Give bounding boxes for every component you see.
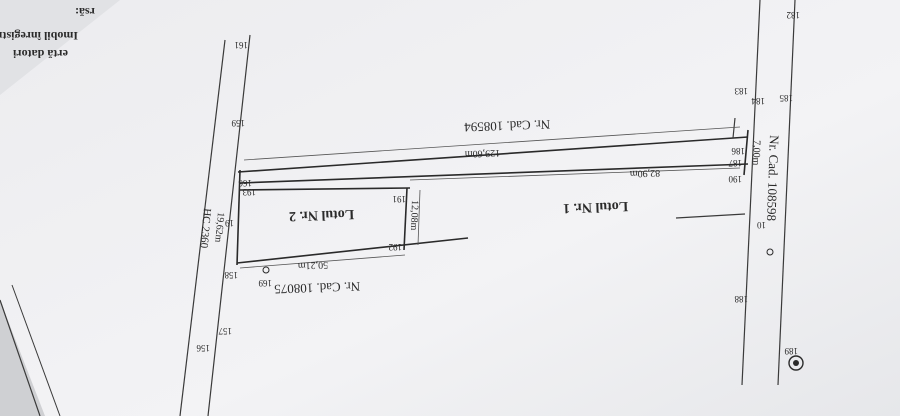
boundary-top: [237, 136, 749, 173]
paper-fold-shadow: [0, 0, 120, 95]
dim-line-12: [417, 189, 421, 246]
point-190: 190: [728, 174, 742, 184]
dim-12: 12,08m: [408, 200, 420, 231]
point-185: 185: [779, 93, 793, 103]
dim-line-82: [409, 167, 741, 181]
lot2-label: Lotul Nr. 2: [289, 206, 355, 223]
point-192: 192: [389, 242, 403, 252]
point-183: 183: [734, 86, 748, 96]
dim-19: 19,62m: [212, 212, 226, 243]
header-line2: Imobil înregistrat î: [0, 29, 78, 43]
dim-7: 7,00m: [750, 140, 762, 166]
point-159: 159: [231, 118, 245, 128]
header-line3: ertă datori: [12, 47, 68, 61]
point-184: 184: [751, 96, 765, 106]
road-left-line-a: [179, 39, 226, 416]
dim-129: 129,60m: [464, 147, 500, 159]
tick-top: [732, 117, 736, 139]
under-sheet: [0, 300, 45, 416]
point-193: 193: [242, 187, 256, 197]
benchmark-189-inner: [793, 360, 799, 366]
boundary-right-vertical: [743, 129, 749, 176]
marker-bottom: [262, 266, 270, 274]
point-186: 186: [731, 146, 745, 156]
boundary-vertical-192: [403, 187, 408, 251]
point-labels: 182 185 184 183 186 187 190 10 188 189 1…: [196, 10, 800, 356]
point-161: 161: [235, 40, 249, 50]
lot1-marker-line: [675, 213, 746, 219]
point-156: 156: [196, 343, 210, 353]
point-188: 188: [734, 294, 748, 304]
benchmark-189: [788, 355, 804, 371]
point-182: 182: [787, 10, 801, 20]
dim-line-50: [239, 254, 406, 269]
point-158: 158: [224, 270, 238, 280]
point-19: 19: [225, 218, 235, 228]
point-166: 166: [238, 178, 252, 188]
cad-top-label: Nr. Cad. 108594: [464, 117, 551, 135]
boundary-lot-top: [239, 163, 749, 184]
cad-right-label: Nr. Cad. 108598: [764, 135, 782, 221]
point-189: 189: [784, 346, 798, 356]
boundary-lot-bottom: [236, 237, 469, 264]
road-left-line-b: [207, 34, 251, 416]
point-191: 191: [393, 194, 407, 204]
cad-bottom-label: Nr. Cad. 108075: [274, 279, 360, 297]
road-label: HC 2360: [197, 208, 212, 249]
header-text-2: Imobil înregistrat î: [0, 29, 78, 43]
dim-82: 82,90m: [629, 167, 660, 179]
road-right-line-a: [741, 0, 761, 386]
header-text: rsă:: [75, 5, 95, 19]
header-text-3: ertă datori: [12, 47, 68, 61]
marker-10: [766, 248, 774, 256]
dim-line-129: [243, 126, 741, 161]
header-line1: rsă:: [75, 5, 95, 19]
boundary-left-vertical: [236, 169, 241, 266]
boundary-lot2-split: [239, 187, 411, 191]
point-187: 187: [728, 158, 742, 168]
curve-left-bottom: [0, 299, 41, 416]
point-10: 10: [757, 220, 767, 230]
curve-left-bottom-2: [11, 284, 61, 416]
point-169: 169: [258, 278, 272, 288]
lot1-label: Lotul Nr. 1: [563, 198, 629, 215]
road-right-line-b: [777, 0, 796, 386]
dim-50: 50,21m: [297, 259, 328, 271]
point-157: 157: [218, 326, 232, 336]
